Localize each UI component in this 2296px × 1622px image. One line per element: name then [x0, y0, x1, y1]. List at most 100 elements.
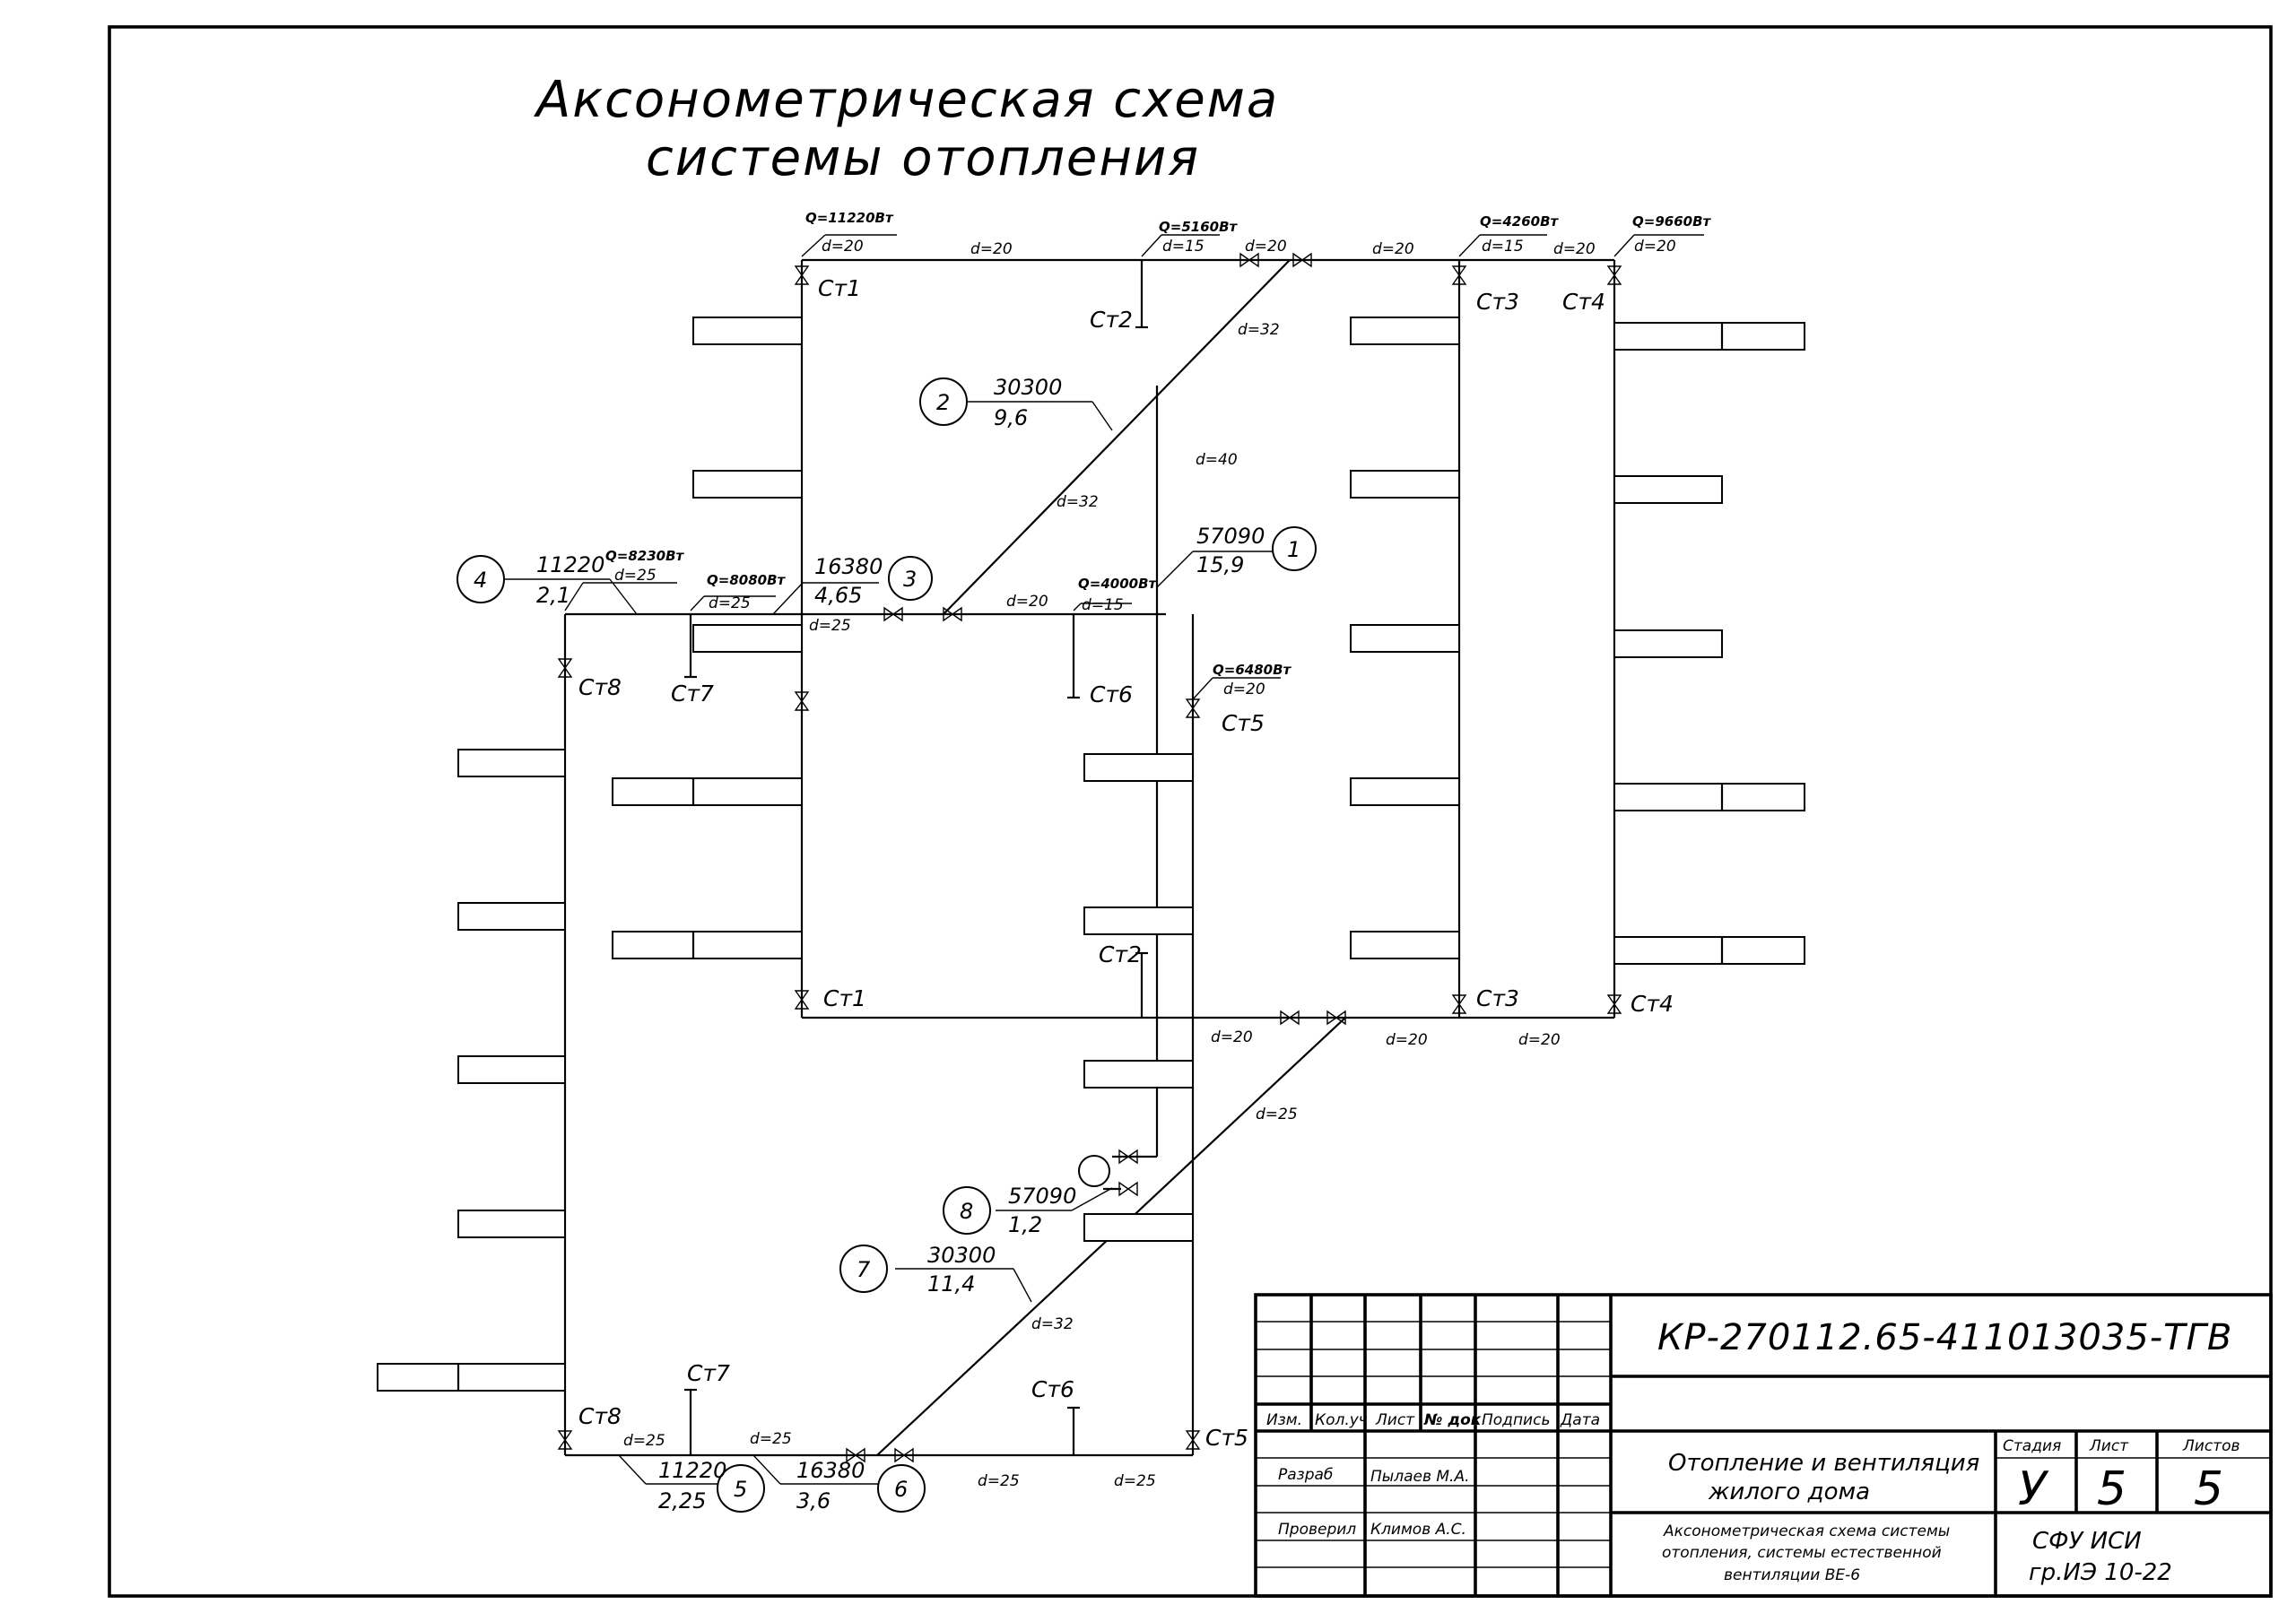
label-st5-bottom: Ст5 [1205, 1425, 1248, 1451]
dia-top-c: d=20 [1372, 240, 1414, 258]
label-st8-bottom: Ст8 [578, 1403, 622, 1429]
section-callout-leaders [504, 401, 1274, 1485]
dia-ret-a: d=20 [1211, 1028, 1253, 1046]
dia-top-b: d=20 [1245, 238, 1287, 256]
section-8-length: 1,2 [1008, 1212, 1042, 1237]
section-5-number: 5 [734, 1477, 747, 1502]
section-8-number: 8 [960, 1199, 973, 1224]
section-6-load: 16380 [796, 1458, 865, 1483]
dia-main-riser: d=40 [1196, 451, 1238, 469]
load-st8-q: Q=8230Вт [605, 548, 685, 564]
section-1-number: 1 [1287, 537, 1300, 562]
label-st8-top: Ст8 [578, 674, 622, 700]
tb-project-line2: жилого дома [1708, 1479, 1870, 1505]
load-st5-q: Q=6480Вт [1213, 662, 1292, 678]
riser-st1 [612, 260, 804, 1018]
dia-top-a: d=20 [970, 240, 1013, 258]
dia-mid-a: d=25 [809, 617, 851, 635]
dia-ret-b: d=20 [1386, 1031, 1428, 1049]
tb-row-prov: Проверил [1278, 1521, 1356, 1539]
load-callout-leaders [564, 234, 1704, 700]
tb-desc-line3: вентиляции ВЕ-6 [1724, 1566, 1860, 1584]
valves [557, 252, 1622, 1463]
section-1-load: 57090 [1196, 524, 1265, 549]
dia-diag-ret-upper: d=25 [1256, 1106, 1298, 1123]
riser-st3 [1350, 260, 1461, 1018]
section-7-number: 7 [857, 1257, 871, 1282]
section-2-length: 9,6 [994, 405, 1028, 430]
label-st7-bottom: Ст7 [687, 1360, 730, 1386]
section-6-length: 3,6 [796, 1488, 831, 1514]
section-3-load: 16380 [814, 554, 883, 579]
tb-col-list: Лист [1375, 1411, 1415, 1429]
section-7-load: 30300 [927, 1243, 996, 1268]
tb-v-sheets: 5 [2194, 1462, 2223, 1516]
label-st1-top: Ст1 [818, 275, 861, 301]
label-st4-top: Ст4 [1562, 289, 1605, 315]
tb-col-izm: Изм. [1266, 1411, 1302, 1429]
dia-bot-b: d=25 [750, 1430, 792, 1448]
tb-col-doc: № док [1423, 1411, 1482, 1429]
load-st4-d: d=20 [1634, 238, 1676, 256]
riser-st2 [1135, 260, 1148, 1018]
load-st2-d: d=15 [1162, 238, 1205, 256]
drawing-frame [108, 25, 2273, 1598]
section-4-length: 2,1 [536, 583, 570, 608]
riser-st6 [1067, 614, 1080, 1455]
dia-diag-upper: d=32 [1238, 321, 1280, 339]
load-st7-d: d=25 [709, 594, 751, 612]
section-1-length: 15,9 [1196, 552, 1244, 577]
section-callout-2: 2 30300 9,6 [919, 375, 1062, 430]
riser-st4 [1613, 260, 1805, 1018]
dia-diag-mid: d=32 [1057, 493, 1099, 511]
tb-col-sign: Подпись [1482, 1411, 1550, 1429]
dia-ret-c: d=20 [1518, 1031, 1561, 1049]
section-5-length: 2,25 [658, 1488, 706, 1514]
load-st3-q: Q=4260Вт [1480, 213, 1560, 230]
drawing-title-line1: Аксонометрическая схема [534, 71, 1279, 129]
supply-main [565, 258, 1614, 1158]
section-callout-1: 1 57090 15,9 [1196, 524, 1317, 577]
dia-mid-b: d=20 [1006, 593, 1048, 611]
load-st6-d: d=15 [1082, 596, 1124, 614]
load-st4-q: Q=9660Вт [1632, 213, 1712, 230]
tb-org-line2: гр.ИЭ 10-22 [2029, 1559, 2172, 1586]
section-callout-4: 4 11220 2,1 [457, 552, 604, 608]
tb-razrab-name: Пылаев М.А. [1370, 1468, 1469, 1486]
dia-diag-ret-lower: d=32 [1031, 1315, 1074, 1333]
section-3-number: 3 [903, 567, 917, 592]
pump-symbol [1078, 1155, 1110, 1187]
section-8-load: 57090 [1008, 1184, 1076, 1209]
section-4-number: 4 [474, 568, 487, 593]
tb-col-date: Дата [1560, 1411, 1600, 1429]
tb-desc-line1: Аксонометрическая схема системы [1663, 1522, 1950, 1540]
dia-top-d: d=20 [1553, 240, 1596, 258]
load-st2-q: Q=5160Вт [1159, 219, 1239, 235]
section-3-length: 4,65 [814, 583, 862, 608]
label-st6-bottom: Ст6 [1031, 1376, 1074, 1402]
label-st1-bottom: Ст1 [823, 985, 866, 1011]
section-6-number: 6 [894, 1477, 908, 1502]
riser-st8 [377, 614, 567, 1455]
section-7-length: 11,4 [927, 1271, 975, 1297]
load-st5-d: d=20 [1223, 681, 1265, 698]
tb-org-line1: СФУ ИСИ [2032, 1528, 2142, 1555]
load-st7-q: Q=8080Вт [707, 572, 787, 588]
tb-h-sheet: Лист [2089, 1437, 2129, 1455]
section-callout-6: 6 16380 3,6 [796, 1458, 926, 1514]
drawing-title-line2: системы отопления [646, 129, 1200, 187]
tb-row-razrab: Разраб [1278, 1466, 1333, 1484]
label-st6-top: Ст6 [1090, 681, 1133, 707]
tb-h-stage: Стадия [2003, 1437, 2061, 1455]
label-st3-top: Ст3 [1476, 289, 1519, 315]
dia-bot-d: d=25 [1114, 1472, 1156, 1490]
tb-h-sheets: Листов [2182, 1437, 2240, 1455]
title-block: КР-270112.65-411013035-ТГВ Изм. Кол.уч Л… [1254, 1293, 2273, 1598]
section-callout-7: 7 30300 11,4 [839, 1243, 996, 1297]
label-st2-top: Ст2 [1090, 307, 1133, 333]
tb-desc-line2: отопления, системы естественной [1662, 1544, 1942, 1562]
section-callout-8: 8 57090 1,2 [943, 1184, 1076, 1237]
section-5-load: 11220 [658, 1458, 726, 1483]
load-st1-d: d=20 [822, 238, 864, 256]
